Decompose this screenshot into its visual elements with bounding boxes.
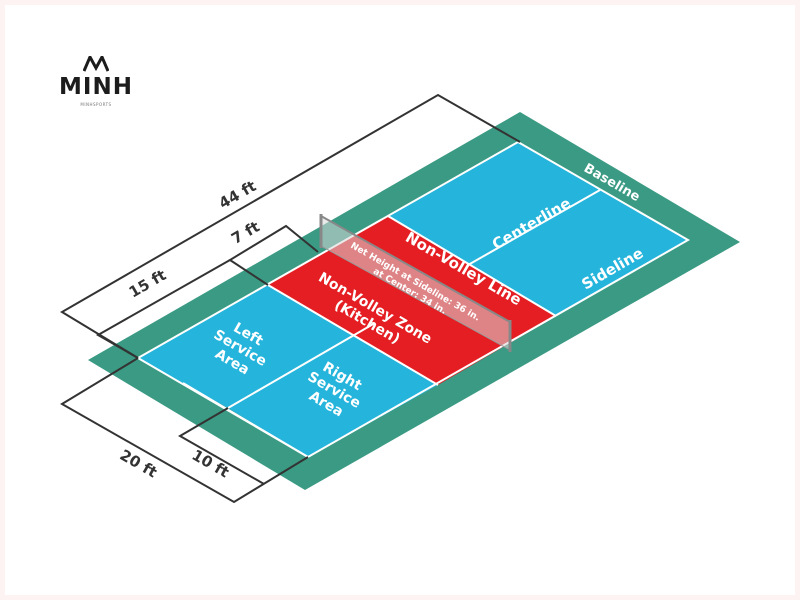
- dimension-44ft: 44 ft: [216, 177, 259, 212]
- brand-logo: MINH MINHSPORTS: [56, 56, 136, 107]
- dimension-lines: [60, 93, 521, 504]
- logo-tagline: MINHSPORTS: [80, 102, 112, 107]
- far-left-service-area: [388, 142, 600, 265]
- left-service-area: [138, 285, 375, 408]
- right-service-area: [228, 323, 438, 457]
- court-lines: [135, 140, 691, 459]
- non-volley-zone: [268, 216, 556, 385]
- dimension-10ft: 10 ft: [189, 446, 232, 481]
- dimension-20ft: 20 ft: [117, 446, 160, 481]
- logo-mark-icon: [83, 56, 109, 72]
- net: [319, 214, 512, 352]
- logo-wordmark: MINH: [59, 74, 133, 100]
- far-right-service-area: [468, 190, 688, 316]
